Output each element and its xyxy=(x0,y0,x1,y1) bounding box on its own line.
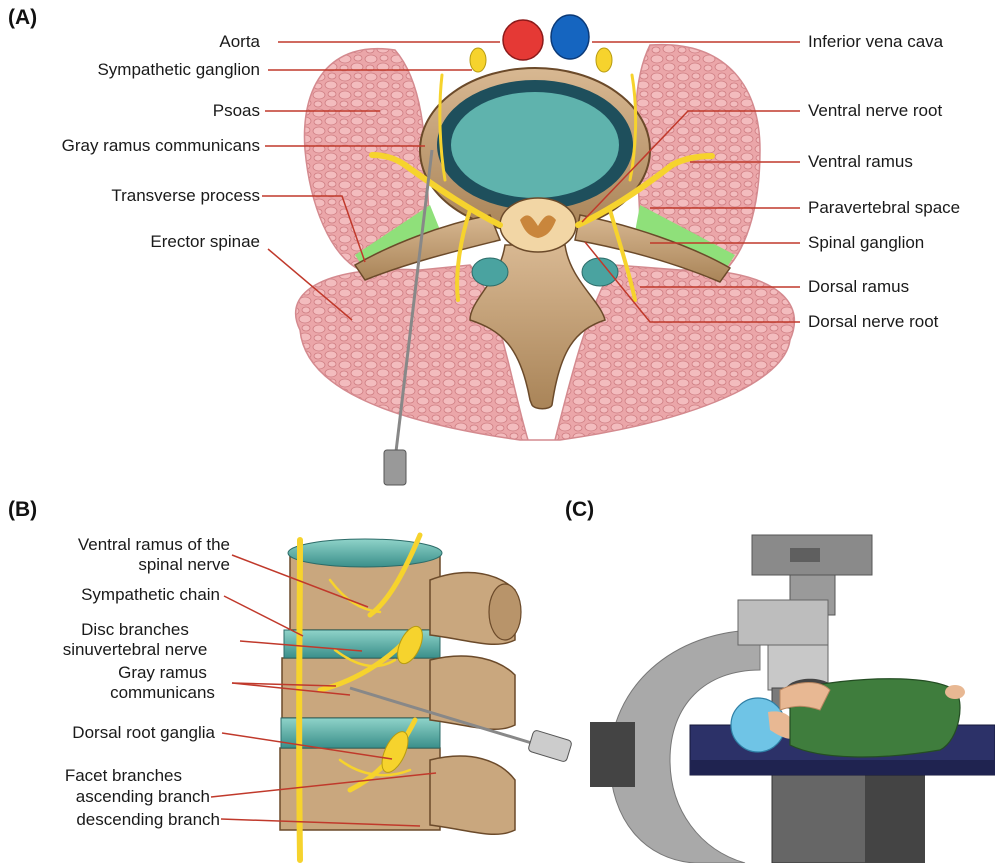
posterior-element-b-2 xyxy=(430,656,515,729)
vertebra-b-3 xyxy=(280,748,440,830)
label-facet-branches: Facet branches xyxy=(65,766,182,786)
process-end-b-1 xyxy=(489,584,521,640)
label-psoas: Psoas xyxy=(213,101,260,121)
c-arm-collimator xyxy=(738,600,828,645)
panel-a-diagram xyxy=(262,15,800,485)
label-dorsal-nerve-root: Dorsal nerve root xyxy=(808,312,938,332)
facet-joint-left xyxy=(472,258,508,286)
sympathetic-ganglion-left xyxy=(470,48,486,72)
label-dorsal-ramus: Dorsal ramus xyxy=(808,277,909,297)
needle-a-hub xyxy=(384,450,406,485)
label-aorta: Aorta xyxy=(219,32,260,52)
needle-b-hub xyxy=(528,730,573,763)
spinal-canal xyxy=(500,198,576,252)
vertebral-disc-inner xyxy=(451,92,619,198)
label-inferior-vena-cava: Inferior vena cava xyxy=(808,32,943,52)
posterior-element-b-3 xyxy=(430,756,515,834)
label-transverse-process: Transverse process xyxy=(111,186,260,206)
panel-a-label: (A) xyxy=(8,6,37,30)
facet-joint-right xyxy=(582,258,618,286)
sympathetic-ganglion-right xyxy=(596,48,612,72)
panel-c-diagram xyxy=(590,535,995,863)
patient-arm xyxy=(780,683,830,711)
label-spinal-ganglion: Spinal ganglion xyxy=(808,233,924,253)
label-ventral-nerve-root: Ventral nerve root xyxy=(808,101,942,121)
label-descending-branch: descending branch xyxy=(76,810,220,830)
panel-c-label: (C) xyxy=(565,498,594,522)
panel-b-label: (B) xyxy=(8,498,37,522)
operating-table-edge xyxy=(690,760,995,775)
label-disc-branches-sinuvertebral: Disc branches sinuvertebral nerve xyxy=(40,620,230,660)
label-sympathetic-chain: Sympathetic chain xyxy=(81,585,220,605)
table-base xyxy=(772,775,872,863)
label-gray-ramus-communicans-a: Gray ramus communicans xyxy=(62,136,260,156)
c-arm-side-block xyxy=(590,722,635,787)
patient-feet xyxy=(945,685,965,699)
inferior-vena-cava-vessel xyxy=(551,15,589,59)
label-sympathetic-ganglion: Sympathetic ganglion xyxy=(97,60,260,80)
c-arm-head-window xyxy=(790,548,820,562)
aorta-vessel xyxy=(503,20,543,60)
label-ascending-branch: ascending branch xyxy=(76,787,210,807)
label-erector-spinae: Erector spinae xyxy=(150,232,260,252)
label-dorsal-root-ganglia: Dorsal root ganglia xyxy=(72,723,215,743)
label-paravertebral-space: Paravertebral space xyxy=(808,198,960,218)
label-gray-ramus-communicans-b: Gray ramus communicans xyxy=(95,663,230,703)
panel-b-diagram xyxy=(211,535,572,860)
label-ventral-ramus: Ventral ramus xyxy=(808,152,913,172)
label-ventral-ramus-spinal-nerve: Ventral ramus of the spinal nerve xyxy=(30,535,230,575)
table-side-block xyxy=(865,775,925,863)
